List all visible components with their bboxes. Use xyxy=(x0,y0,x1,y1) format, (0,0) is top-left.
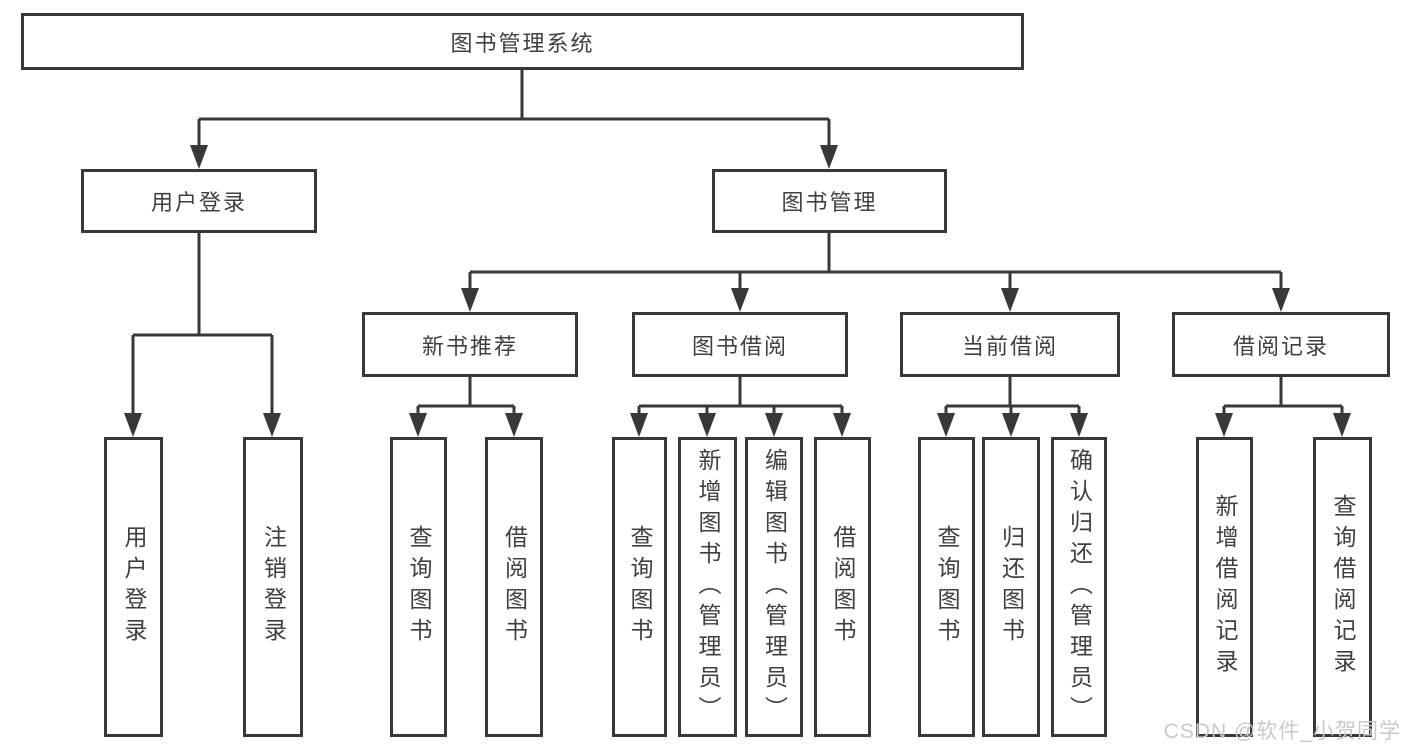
node-book-mgmt: 图书管理 xyxy=(712,169,947,233)
node-user-login-label: 用户登录 xyxy=(150,190,247,215)
node-query-book-1-label: 查询图书 xyxy=(406,525,432,649)
connector-user-login-children xyxy=(124,233,281,437)
arrowhead-current-borrow xyxy=(1001,288,1019,312)
arrowhead-borrow-book-2 xyxy=(833,413,851,437)
node-return-book: 归还图书 xyxy=(982,437,1040,737)
connector-new-book-rec-children xyxy=(409,377,523,437)
node-query-book-3: 查询图书 xyxy=(918,437,975,737)
node-borrow-book-2: 借阅图书 xyxy=(814,437,871,737)
node-logout-leaf-label: 注销登录 xyxy=(260,525,287,649)
node-query-book-3-label: 查询图书 xyxy=(934,525,960,649)
arrowhead-add-book xyxy=(698,413,716,437)
connector-current-borrow-children xyxy=(937,377,1088,437)
node-confirm-return-label: 确认归还（管理员） xyxy=(1066,447,1093,727)
connector-borrow-record-children xyxy=(1215,377,1351,437)
node-borrow-record: 借阅记录 xyxy=(1172,312,1390,377)
connector-book-borrow-children xyxy=(630,377,851,437)
node-new-book-rec-label: 新书推荐 xyxy=(421,333,518,359)
node-current-borrow-label: 当前借阅 xyxy=(961,333,1058,359)
arrowhead-add-borrow-record xyxy=(1215,413,1233,437)
arrowhead-logout-leaf xyxy=(263,413,281,437)
arrowhead-query-book-3 xyxy=(937,413,955,437)
arrowhead-user-login-leaf xyxy=(124,413,142,437)
arrowhead-borrow-book-1 xyxy=(505,413,523,437)
node-add-borrow-record: 新增借阅记录 xyxy=(1196,437,1253,737)
node-edit-book: 编辑图书（管理员） xyxy=(745,437,803,737)
arrowhead-book-mgmt xyxy=(820,145,838,169)
node-add-book-label: 新增图书（管理员） xyxy=(695,447,721,727)
node-user-login: 用户登录 xyxy=(81,169,317,233)
node-return-book-label: 归还图书 xyxy=(998,525,1025,649)
arrowhead-return-book xyxy=(1002,413,1020,437)
connector-book-mgmt-children xyxy=(461,232,1290,312)
node-borrow-book-2-label: 借阅图书 xyxy=(830,525,856,649)
node-borrow-record-label: 借阅记录 xyxy=(1232,333,1329,359)
node-root-label: 图书管理系统 xyxy=(450,30,595,56)
node-query-book-2-label: 查询图书 xyxy=(627,525,653,649)
node-add-book: 新增图书（管理员） xyxy=(678,437,737,737)
node-logout-leaf: 注销登录 xyxy=(243,437,303,737)
node-root: 图书管理系统 xyxy=(21,13,1024,70)
node-book-borrow: 图书借阅 xyxy=(632,312,848,377)
node-book-mgmt-label: 图书管理 xyxy=(781,190,878,215)
node-confirm-return: 确认归还（管理员） xyxy=(1051,437,1107,737)
arrowhead-borrow-record xyxy=(1272,288,1290,312)
arrowhead-query-book-1 xyxy=(409,413,427,437)
arrowhead-new-book-rec xyxy=(461,288,479,312)
node-query-borrow-record-label: 查询借阅记录 xyxy=(1330,494,1356,680)
node-borrow-book-1: 借阅图书 xyxy=(485,437,543,737)
node-add-borrow-record-label: 新增借阅记录 xyxy=(1212,494,1238,680)
node-query-book-1: 查询图书 xyxy=(390,437,447,737)
node-new-book-rec: 新书推荐 xyxy=(362,312,578,377)
arrowhead-book-borrow xyxy=(731,288,749,312)
arrowhead-confirm-return xyxy=(1070,413,1088,437)
node-user-login-leaf-label: 用户登录 xyxy=(121,525,147,649)
connector-root-to-level2 xyxy=(190,70,838,169)
node-edit-book-label: 编辑图书（管理员） xyxy=(761,447,788,727)
arrowhead-query-book-2 xyxy=(630,413,648,437)
node-borrow-book-1-label: 借阅图书 xyxy=(501,525,528,649)
node-current-borrow: 当前借阅 xyxy=(900,312,1120,377)
node-query-borrow-record: 查询借阅记录 xyxy=(1313,437,1372,737)
arrowhead-edit-book xyxy=(765,413,783,437)
node-book-borrow-label: 图书借阅 xyxy=(691,333,788,359)
csdn-watermark: CSDN @软件_小贺同学 xyxy=(1163,720,1401,743)
node-user-login-leaf: 用户登录 xyxy=(104,437,163,737)
node-query-book-2: 查询图书 xyxy=(612,437,667,737)
arrowhead-user-login xyxy=(190,145,208,169)
arrowhead-query-borrow-record xyxy=(1333,413,1351,437)
